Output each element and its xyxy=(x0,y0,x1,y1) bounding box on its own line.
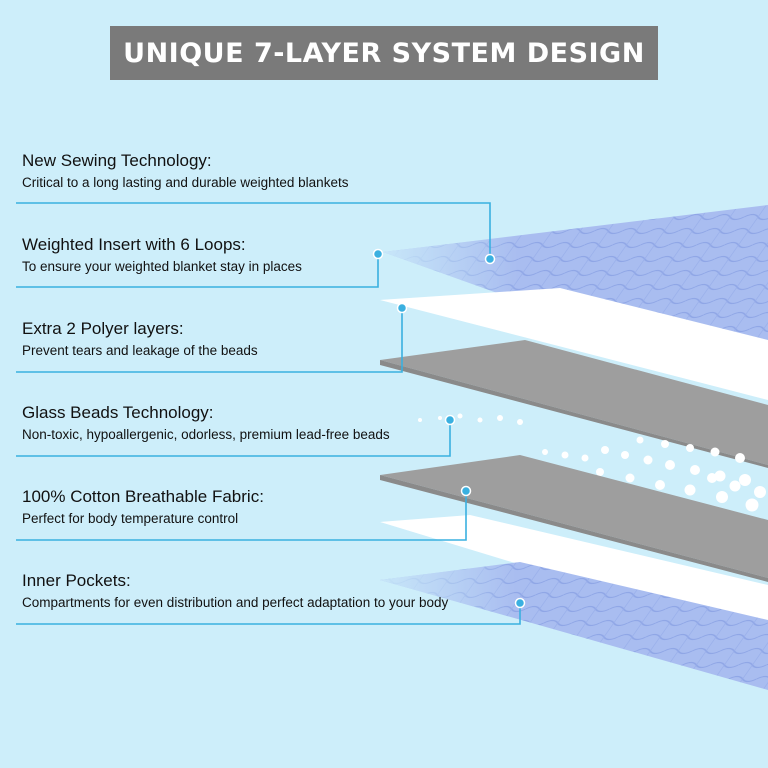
layer-description: Compartments for even distribution and p… xyxy=(22,595,449,610)
layer-description: Critical to a long lasting and durable w… xyxy=(22,175,349,190)
callout-dot xyxy=(514,597,526,609)
callout-lines xyxy=(16,202,521,625)
callout-dot xyxy=(396,302,408,314)
layer-label-polyer: Extra 2 Polyer layers: Prevent tears and… xyxy=(22,319,258,360)
layer-label-glass-beads: Glass Beads Technology: Non-toxic, hypoa… xyxy=(22,403,390,444)
callout-dot xyxy=(372,248,384,260)
gray-layer-top xyxy=(380,340,768,465)
layer-description: Prevent tears and leakage of the beads xyxy=(22,343,258,358)
layer-title: Extra 2 Polyer layers: xyxy=(22,319,184,338)
layer-label-sewing: New Sewing Technology: Critical to a lon… xyxy=(22,151,348,192)
page-title: UNIQUE 7-LAYER SYSTEM DESIGN xyxy=(123,37,645,69)
layer-title: New Sewing Technology: xyxy=(22,151,212,170)
glass-beads-layer xyxy=(418,413,766,512)
layer-title: Glass Beads Technology: xyxy=(22,403,214,422)
callout-dot xyxy=(444,414,456,426)
layer-label-weighted-insert: Weighted Insert with 6 Loops: To ensure … xyxy=(22,235,302,276)
gray-layer-bottom xyxy=(380,455,768,578)
white-poly-layer-top xyxy=(380,288,768,400)
layer-label-cotton: 100% Cotton Breathable Fabric: Perfect f… xyxy=(22,487,264,528)
layer-description: To ensure your weighted blanket stay in … xyxy=(22,259,302,274)
callout-dot xyxy=(484,253,496,265)
layer-title: Inner Pockets: xyxy=(22,571,131,590)
callout-dot xyxy=(460,485,472,497)
quilted-bottom-layer xyxy=(380,562,768,690)
layer-description: Non-toxic, hypoallergenic, odorless, pre… xyxy=(22,427,390,442)
layer-label-inner-pockets: Inner Pockets: Compartments for even dis… xyxy=(22,571,448,612)
layer-title: 100% Cotton Breathable Fabric: xyxy=(22,487,264,506)
title-banner: UNIQUE 7-LAYER SYSTEM DESIGN xyxy=(110,26,658,80)
layer-title: Weighted Insert with 6 Loops: xyxy=(22,235,246,254)
callout-dots xyxy=(372,248,526,609)
layer-description: Perfect for body temperature control xyxy=(22,511,239,526)
